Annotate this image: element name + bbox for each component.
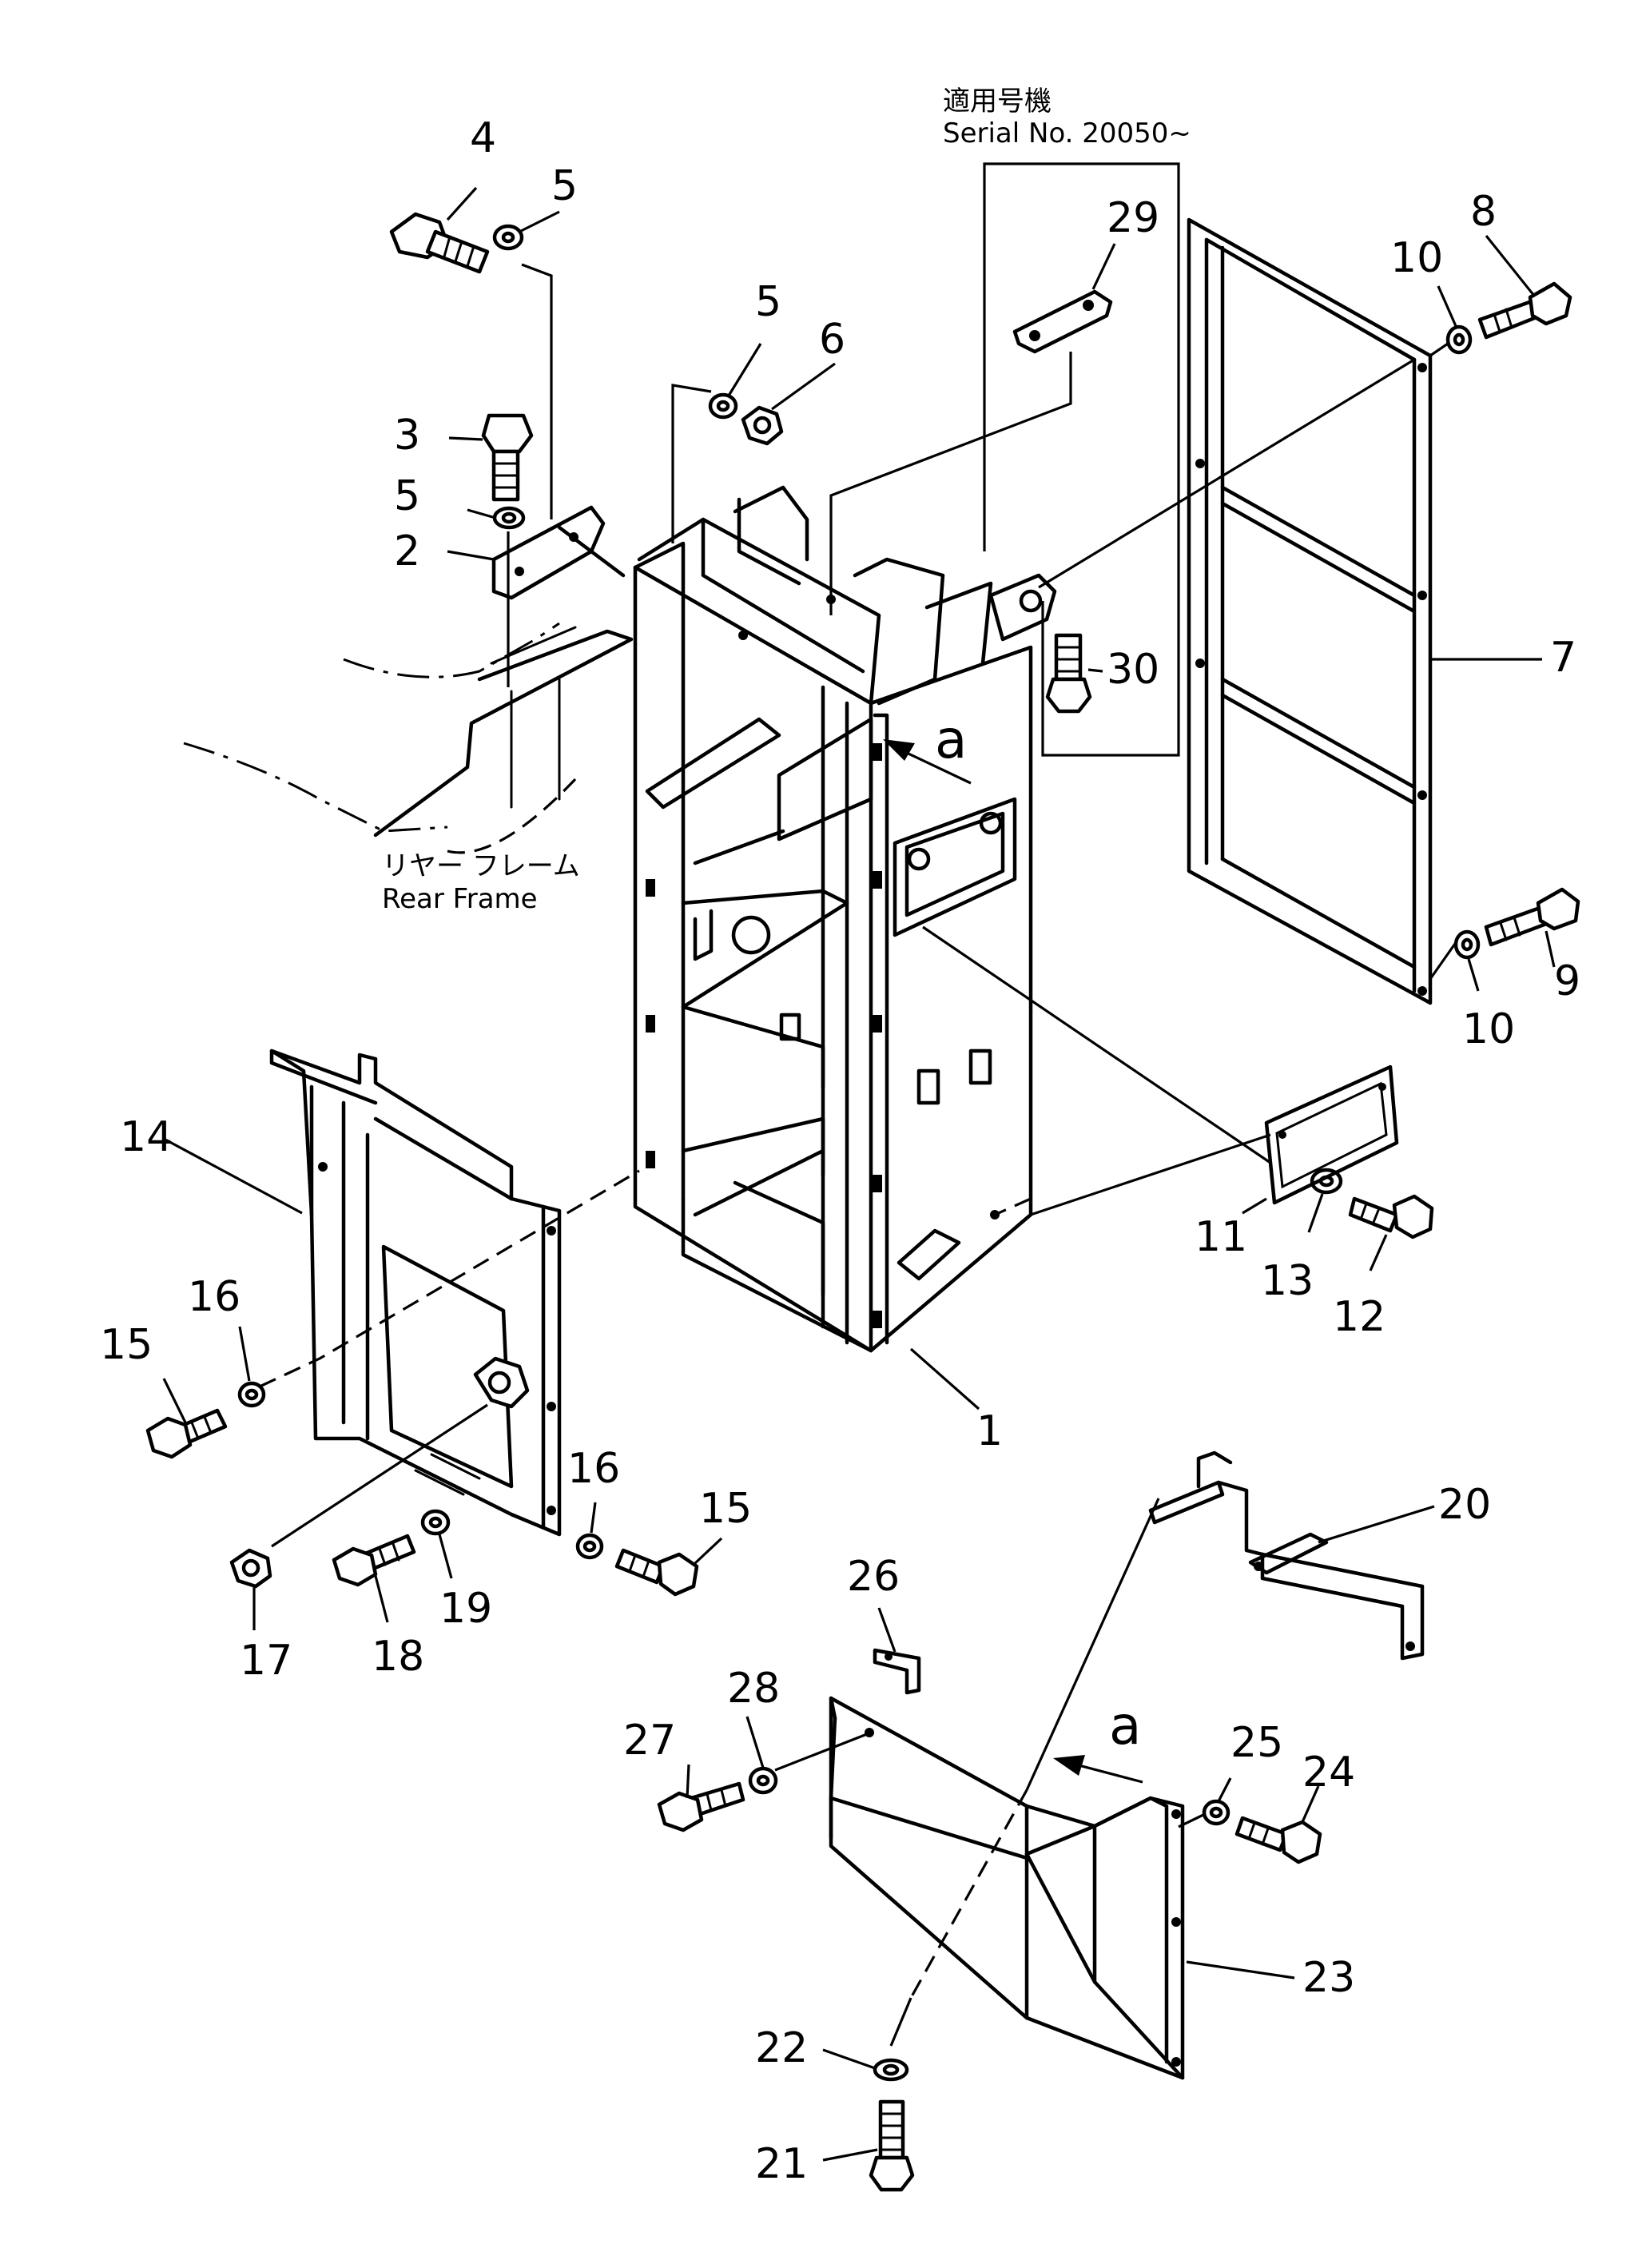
callout-9: 9: [1554, 957, 1580, 1005]
rear-frame-label-english: Rear Frame: [382, 883, 538, 915]
bracket-part-29: [1012, 289, 1113, 354]
bolt-4: [389, 212, 490, 274]
main-frame-part-1: [633, 485, 1033, 1353]
callout-6: 6: [819, 316, 845, 364]
callout-11: 11: [1195, 1213, 1247, 1261]
callout-27: 27: [623, 1717, 676, 1765]
washer-16-right: [575, 1533, 604, 1560]
washer-25: [1202, 1799, 1230, 1826]
bolt-24: [1234, 1816, 1322, 1864]
callout-25: 25: [1230, 1719, 1283, 1767]
door-panel-part-7: [1187, 217, 1433, 1005]
callout-2: 2: [394, 527, 420, 575]
callout-24: 24: [1302, 1749, 1355, 1796]
washer-5-left: [492, 506, 526, 530]
bolt-9: [1484, 887, 1580, 947]
washer-10-bottom: [1453, 929, 1481, 960]
callout-3: 3: [394, 412, 420, 460]
bolt-21: [869, 2099, 915, 2192]
callout-leaders: [162, 186, 1556, 2162]
callout-4: 4: [470, 114, 496, 162]
callout-14: 14: [120, 1113, 173, 1161]
callout-10-top: 10: [1390, 234, 1443, 282]
callout-16-left: 16: [188, 1273, 241, 1321]
view-arrow-a-upper: a: [883, 709, 972, 785]
callout-7: 7: [1550, 634, 1576, 682]
callout-23: 23: [1302, 1954, 1355, 2002]
view-label-a-lower: a: [1109, 1695, 1141, 1757]
callout-13: 13: [1261, 1257, 1314, 1305]
callout-8: 8: [1470, 188, 1497, 236]
callout-1: 1: [976, 1407, 1003, 1455]
callout-28: 28: [727, 1665, 780, 1713]
bolt-15-left: [145, 1408, 228, 1459]
callout-22: 22: [755, 2024, 808, 2072]
callout-15-left: 15: [100, 1321, 153, 1369]
callout-30: 30: [1107, 646, 1159, 694]
callout-5-left: 5: [394, 472, 420, 520]
serial-note-japanese: 適用号機: [943, 86, 1052, 117]
washer-22: [873, 2058, 909, 2082]
callout-15-right: 15: [699, 1485, 752, 1533]
serial-number-bracket: 適用号機 Serial No. 20050~: [943, 86, 1191, 757]
serial-note-english: Serial No. 20050~: [943, 117, 1191, 149]
bolt-8: [1477, 281, 1572, 340]
callout-20: 20: [1438, 1481, 1491, 1529]
washer-5-mid: [708, 392, 738, 420]
nut-6: [741, 405, 784, 446]
callout-29: 29: [1107, 194, 1159, 242]
callout-12: 12: [1333, 1293, 1386, 1341]
callout-18: 18: [372, 1633, 424, 1681]
callout-16-right: 16: [567, 1445, 620, 1493]
callout-19: 19: [439, 1585, 492, 1633]
washer-10-top: [1445, 324, 1473, 355]
callout-5-mid: 5: [755, 278, 781, 326]
view-label-a-upper: a: [935, 709, 967, 770]
bolt-3: [481, 413, 534, 502]
view-arrow-a-lower: a: [1053, 1695, 1143, 1784]
cover-plate-part-11: [1264, 1064, 1399, 1205]
washer-13: [1310, 1168, 1343, 1195]
washer-19: [420, 1509, 451, 1536]
bracket-part-2: [491, 505, 626, 600]
bolt-30: [1045, 633, 1092, 714]
callout-17: 17: [240, 1637, 292, 1685]
bolt-12: [1348, 1194, 1434, 1239]
washer-28: [748, 1766, 778, 1795]
clip-part-26: [873, 1648, 921, 1695]
washer-16-left: [237, 1381, 266, 1408]
callout-21: 21: [755, 2140, 808, 2188]
washer-5-top: [492, 224, 524, 251]
callout-5-top: 5: [551, 162, 578, 210]
bolt-27: [657, 1781, 745, 1832]
frame-top-bracket: [988, 573, 1057, 642]
callout-10-bottom: 10: [1462, 1005, 1515, 1053]
side-panel-part-14: [269, 1048, 562, 1537]
bolt-18: [332, 1534, 416, 1587]
lower-panel-part-23: [829, 1696, 1185, 2080]
knob-part-17: [229, 1548, 272, 1589]
bracket-part-20: [1148, 1450, 1425, 1661]
rear-frame-outline: リヤー フレーム Rear Frame: [183, 622, 634, 915]
knob-on-panel: [473, 1356, 530, 1409]
bolt-15-right: [614, 1548, 699, 1597]
rear-frame-label-japanese: リヤー フレーム: [382, 850, 580, 882]
callout-26: 26: [847, 1553, 900, 1601]
callout-numbers: 1 2 3 4 5 5 5 6 7 8 9 10 10 11 12 13 14 …: [100, 114, 1580, 2188]
